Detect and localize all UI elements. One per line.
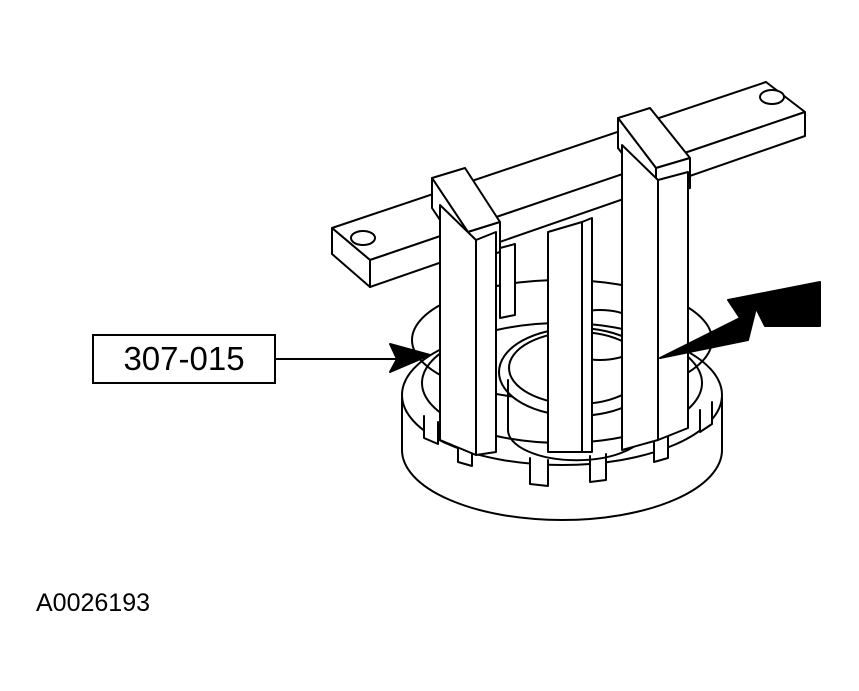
direction-arrow [659, 281, 821, 359]
callout-leader-arrow [275, 343, 431, 373]
tool-legs-back [499, 217, 593, 453]
front-right-leg [617, 107, 691, 451]
tool-number-label: 307-015 [123, 340, 245, 377]
figure-id-label: A0026193 [36, 589, 151, 617]
tool-number-callout: 307-015 [92, 334, 276, 384]
front-left-leg [431, 167, 501, 456]
